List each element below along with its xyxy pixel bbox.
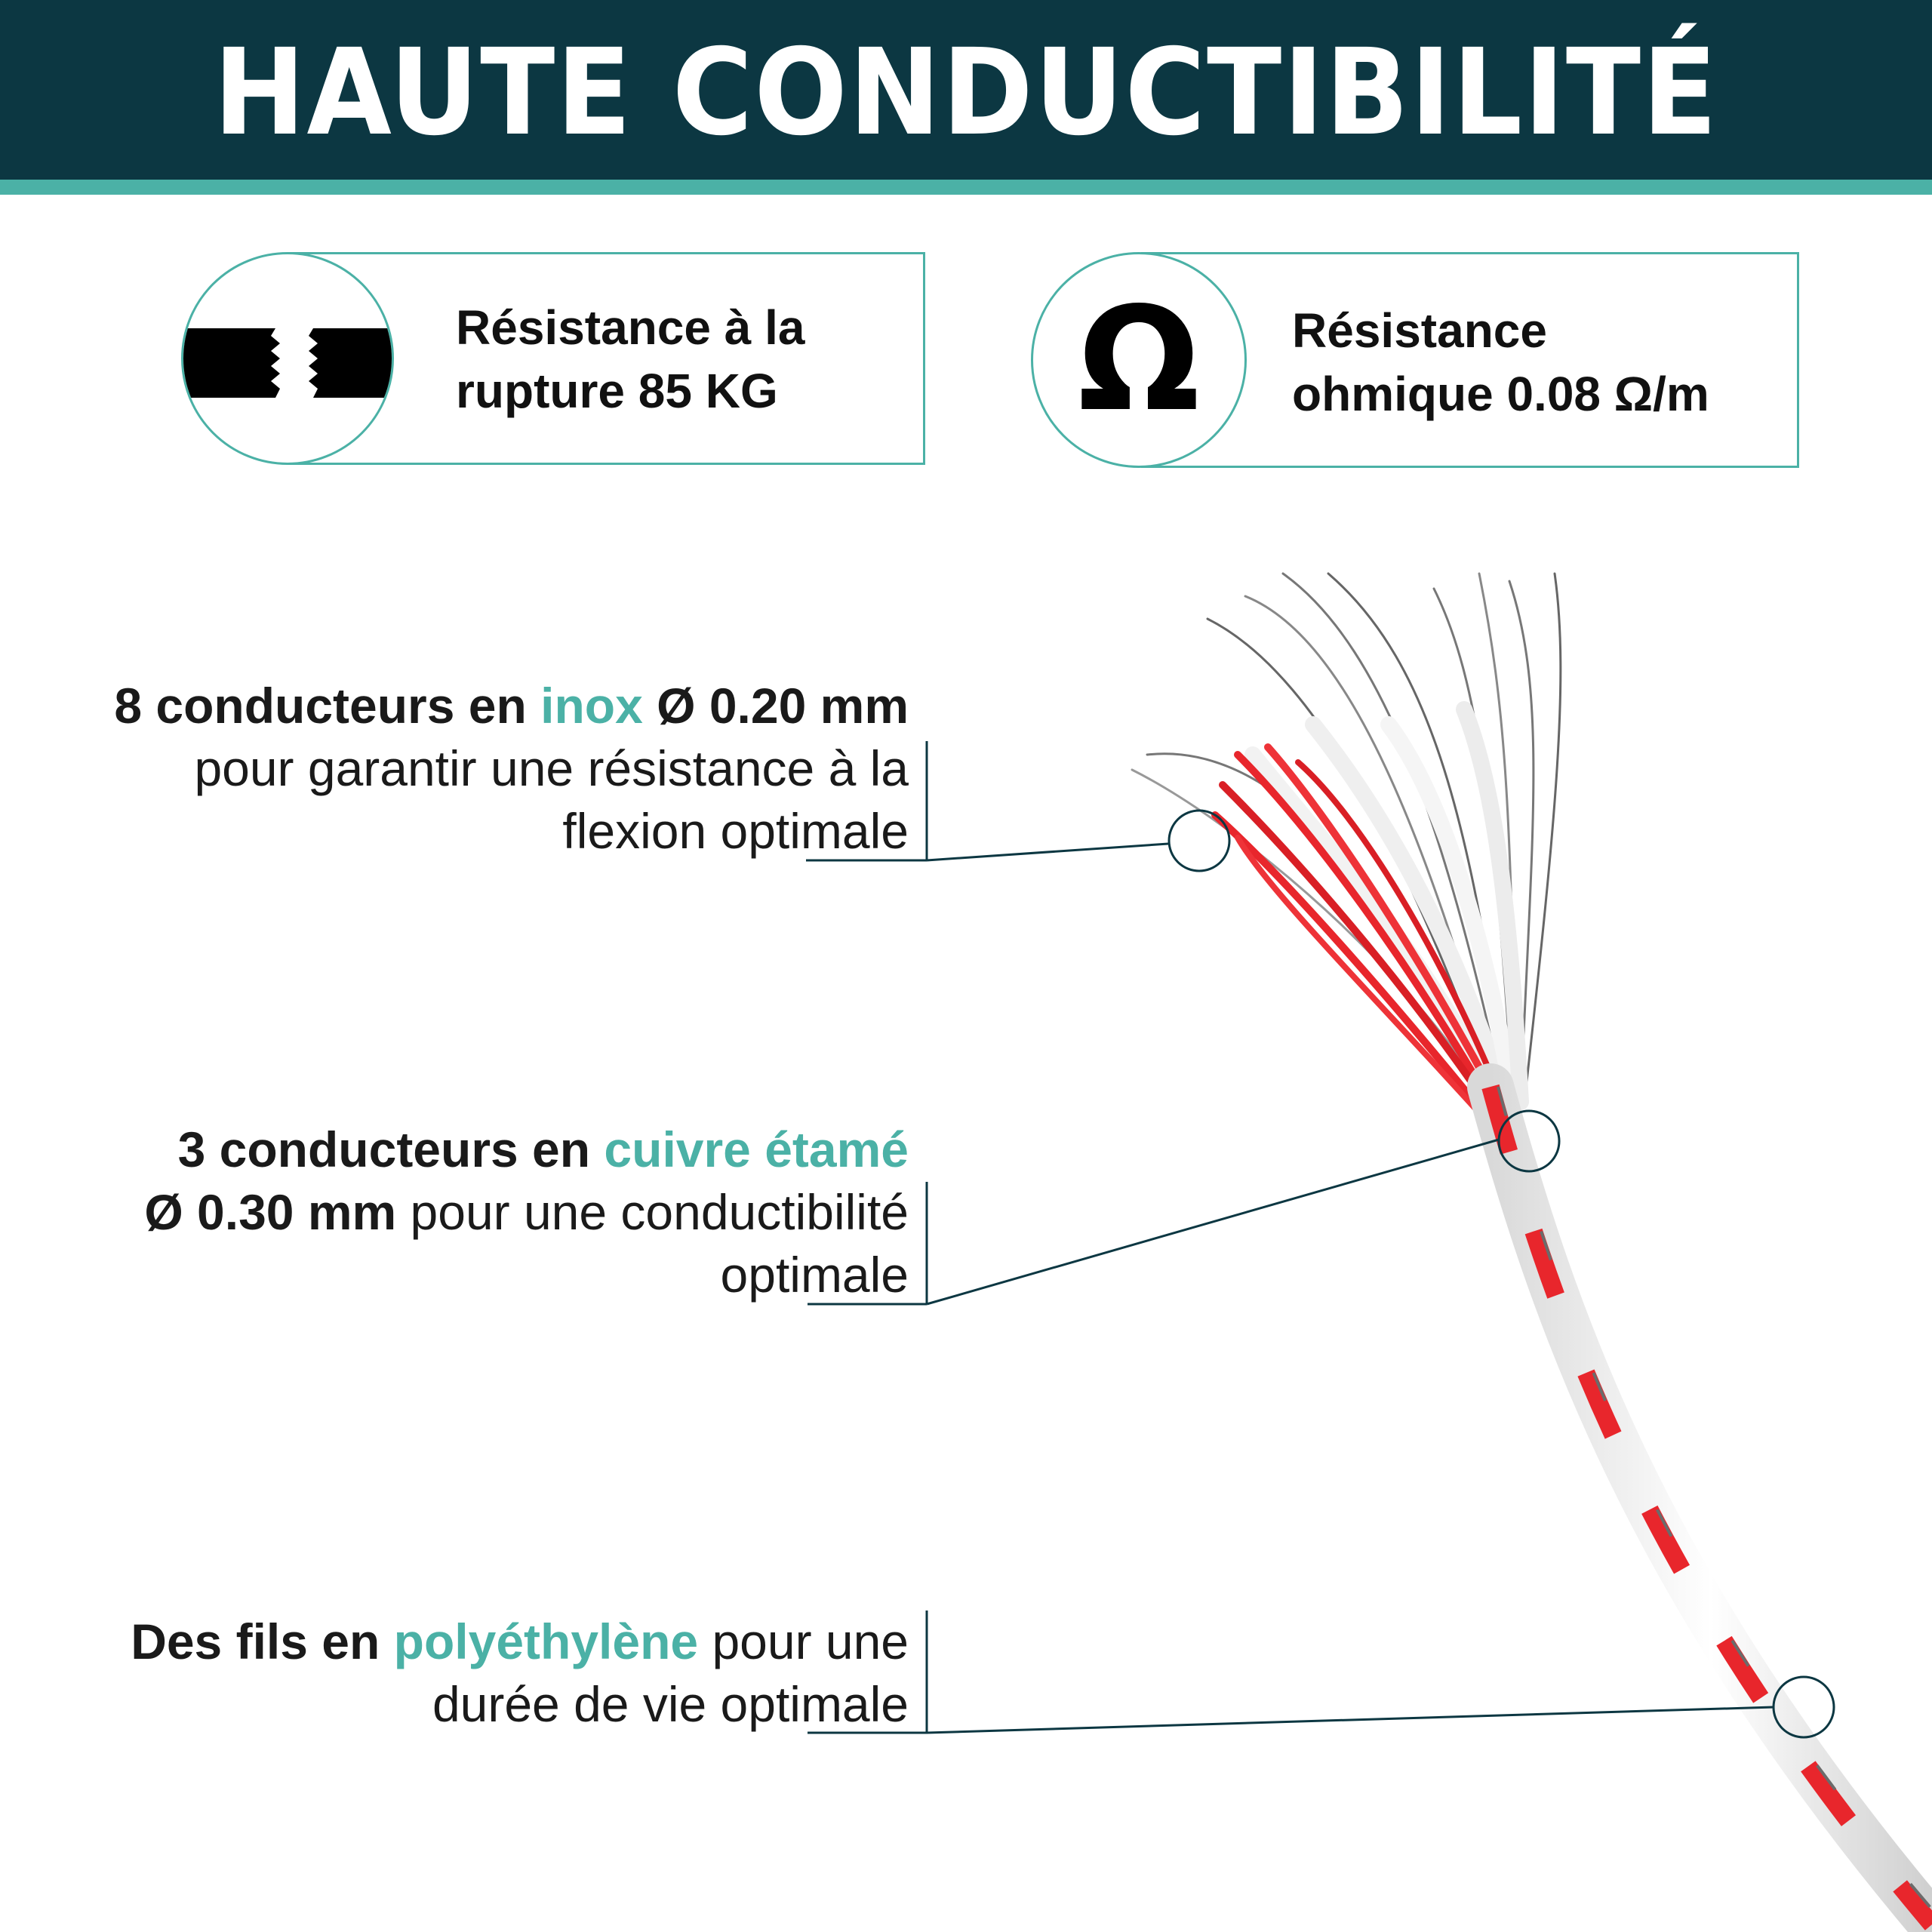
callout-tinned-copper-conductors: 3 conducteurs en cuivre étamé Ø 0.30 mm … bbox=[144, 1118, 909, 1306]
page-title: HAUTE CONDUCTIBILITÉ bbox=[213, 23, 1719, 162]
callout-leader-1 bbox=[806, 741, 1231, 872]
broken-rope-icon bbox=[183, 328, 392, 398]
feature-card-ohmic-resistance bbox=[1141, 252, 1799, 468]
callout-text-bold: Des fils en bbox=[131, 1614, 394, 1669]
feature-line: Résistance à la bbox=[456, 300, 805, 355]
callout-line: pour garantir une résistance à la bbox=[194, 740, 909, 796]
frayed-strands bbox=[1131, 572, 1562, 1121]
callout-text-bold: 3 conducteurs en bbox=[177, 1121, 605, 1177]
callout-line: Des fils en polyéthylène pour une bbox=[131, 1611, 909, 1673]
callout-text-highlight: polyéthylène bbox=[393, 1614, 699, 1669]
header-banner: HAUTE CONDUCTIBILITÉ bbox=[0, 0, 1932, 180]
callout-text-highlight: inox bbox=[540, 678, 643, 734]
callout-line: optimale bbox=[720, 1247, 909, 1303]
callout-line: 3 conducteurs en cuivre étamé bbox=[144, 1118, 909, 1181]
feature-text-ohmic-resistance: Résistance ohmique 0.08 Ω/m bbox=[1292, 299, 1709, 426]
feature-line: ohmique 0.08 Ω/m bbox=[1292, 367, 1709, 421]
header-accent-stripe bbox=[0, 180, 1932, 195]
feature-circle-ohmic-resistance: Ω bbox=[1031, 252, 1247, 468]
twisted-cable bbox=[1467, 1063, 1932, 1932]
feature-card-breaking-strength bbox=[288, 252, 925, 465]
callout-polyethylene-threads: Des fils en polyéthylène pour une durée … bbox=[131, 1611, 909, 1736]
callout-line: 8 conducteurs en inox Ø 0.20 mm bbox=[114, 675, 909, 737]
callout-leader-2 bbox=[808, 1109, 1561, 1306]
feature-line: Résistance bbox=[1292, 303, 1547, 358]
callout-text-bold: Ø 0.30 mm bbox=[144, 1184, 397, 1240]
callout-text-bold: 8 conducteurs en bbox=[114, 678, 541, 734]
callout-text-bold: Ø 0.20 mm bbox=[642, 678, 909, 734]
feature-line: rupture 85 KG bbox=[456, 364, 778, 418]
callout-text-regular: pour une conductibilité bbox=[396, 1184, 909, 1240]
callout-text-regular: pour une bbox=[698, 1614, 909, 1669]
feature-circle-breaking-strength bbox=[181, 252, 394, 465]
omega-icon: Ω bbox=[1078, 276, 1200, 443]
callout-stainless-conductors: 8 conducteurs en inox Ø 0.20 mm pour gar… bbox=[114, 675, 909, 863]
callout-text-highlight: cuivre étamé bbox=[604, 1121, 909, 1177]
callout-line: durée de vie optimale bbox=[432, 1676, 909, 1732]
feature-text-breaking-strength: Résistance à la rupture 85 KG bbox=[456, 296, 805, 423]
callout-leader-3 bbox=[808, 1611, 1835, 1739]
callout-line: Ø 0.30 mm pour une conductibilité bbox=[144, 1181, 909, 1244]
callout-line: flexion optimale bbox=[562, 803, 909, 859]
